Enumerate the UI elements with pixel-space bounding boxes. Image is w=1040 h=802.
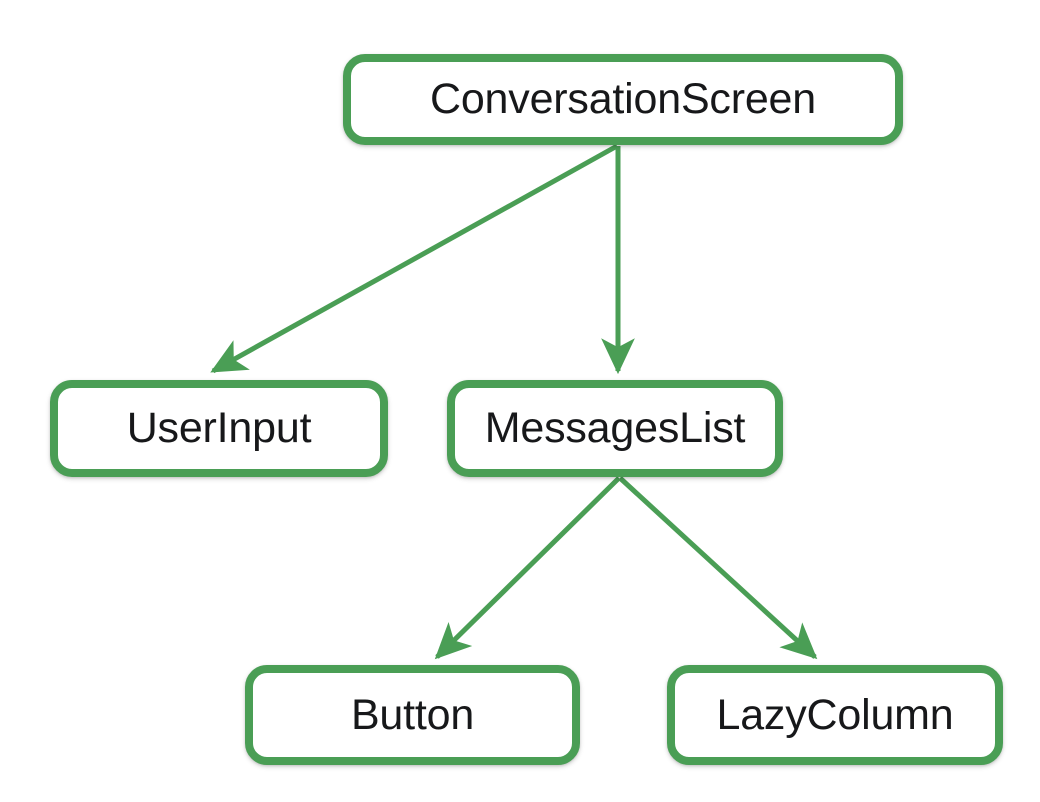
node-messageslist[interactable]: MessagesList (447, 380, 783, 477)
node-conversationscreen-label: ConversationScreen (429, 75, 816, 123)
node-conversationscreen[interactable]: ConversationScreen (343, 54, 903, 145)
edge-conversationscreen-userinput (210, 143, 619, 374)
node-lazycolumn-label: LazyColumn (716, 690, 954, 739)
node-lazycolumn[interactable]: LazyColumn (667, 665, 1003, 765)
node-userinput-label: UserInput (126, 404, 312, 452)
node-button-label: Button (350, 690, 475, 739)
node-userinput[interactable]: UserInput (50, 380, 388, 477)
node-button[interactable]: Button (245, 665, 580, 765)
node-messageslist-label: MessagesList (484, 404, 746, 452)
edge-messageslist-lazycolumn (618, 476, 818, 660)
edge-messageslist-button (434, 476, 621, 660)
